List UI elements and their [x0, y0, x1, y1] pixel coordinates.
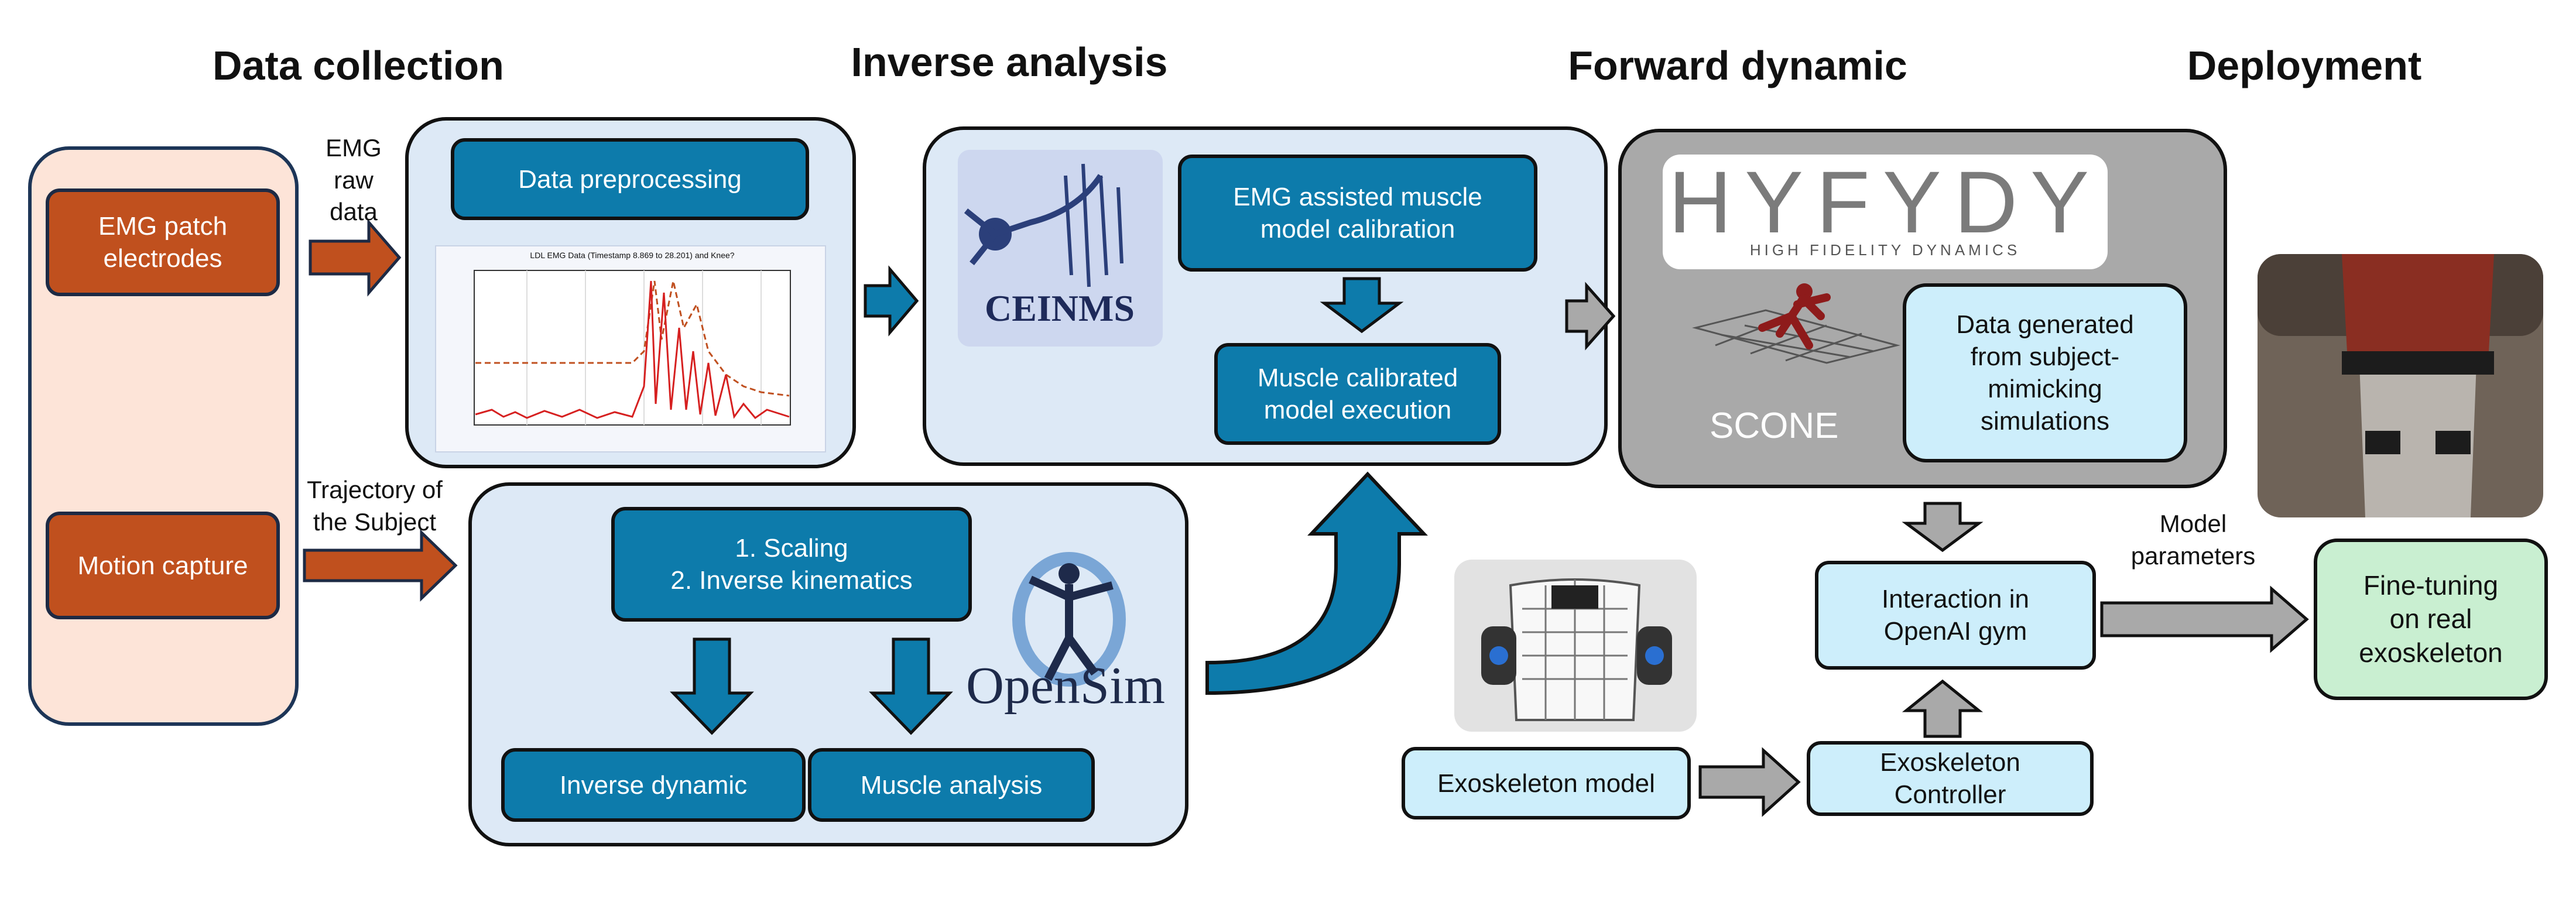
fine-tuning-box: Fine-tuning on real exoskeleton [2314, 539, 2548, 700]
emg-arrow [309, 218, 402, 297]
motion-arrow [303, 529, 458, 602]
scaling-ik-box: 1. Scaling 2. Inverse kinematics [611, 507, 972, 622]
emg-plot [435, 245, 826, 452]
ceinms-logo-graphic [958, 150, 1163, 347]
interaction-openai-box: Interaction in OpenAI gym [1815, 561, 2096, 670]
data-preprocessing-box: Data preprocessing [451, 138, 809, 220]
exoskeleton-model-box: Exoskeleton model [1402, 747, 1691, 819]
scaling-to-muscle-arrow [869, 637, 953, 735]
emg-raw-data-label: EMG raw data [326, 134, 382, 226]
ceinms-logo: CEINMS [984, 287, 1135, 329]
data-generated-box: Data generated from subject- mimicking s… [1903, 283, 2187, 462]
heading-deployment: Deployment [2187, 43, 2422, 88]
muscle-execution-box: Muscle calibrated model execution [1214, 343, 1501, 445]
preprocess-to-ceinms-arrow [864, 265, 919, 337]
trajectory-label: Trajectory of the Subject [307, 476, 443, 536]
emg-patch-electrodes-box: EMG patch electrodes [46, 188, 280, 296]
emg-calibration-box: EMG assisted muscle model calibration [1178, 155, 1537, 272]
heading-data-collection: Data collection [213, 43, 504, 88]
model-to-controller-arrow [1698, 747, 1801, 817]
exoskeleton-model-image [1454, 560, 1697, 732]
emg-dashed-line [475, 280, 790, 397]
opensim-logo: OpenSim [965, 657, 1165, 715]
ceinms-to-forward-arrow [1565, 282, 1616, 351]
emg-plot-title: LDL EMG Data (Timestamp 8.869 to 28.201)… [530, 251, 735, 260]
inverse-dynamic-box: Inverse dynamic [501, 748, 806, 822]
interaction-to-finetuning-arrow [2100, 585, 2309, 653]
exoskeleton-controller-box: Exoskeleton Controller [1807, 741, 2094, 816]
muscle-analysis-box: Muscle analysis [808, 748, 1095, 822]
scaling-to-dynamic-arrow [670, 637, 754, 735]
data-to-interaction-arrow [1902, 502, 1984, 553]
calibration-down-arrow [1320, 277, 1404, 334]
real-exoskeleton-photo [2258, 254, 2543, 517]
model-parameters-label: Model parameters [2130, 510, 2256, 570]
scone-logo: SCONE [1710, 406, 1839, 446]
opensim-logo-graphic [1012, 552, 1126, 687]
hyfydy-tagline: HIGH FIDELITY DYNAMICS [1749, 241, 2021, 259]
controller-to-interaction-arrow [1902, 679, 1984, 738]
hyfydy-logo-graphic [1663, 155, 2108, 269]
opensim-to-ceinms-curved-arrow [1205, 471, 1428, 695]
emg-signal-line [475, 280, 790, 420]
motion-capture-box: Motion capture [46, 512, 280, 619]
heading-forward-dynamic: Forward dynamic [1568, 43, 1907, 88]
hyfydy-logo: HYFYDY [1668, 153, 2102, 251]
heading-inverse-analysis: Inverse analysis [851, 39, 1168, 85]
scone-logo-graphic [1692, 283, 1900, 364]
